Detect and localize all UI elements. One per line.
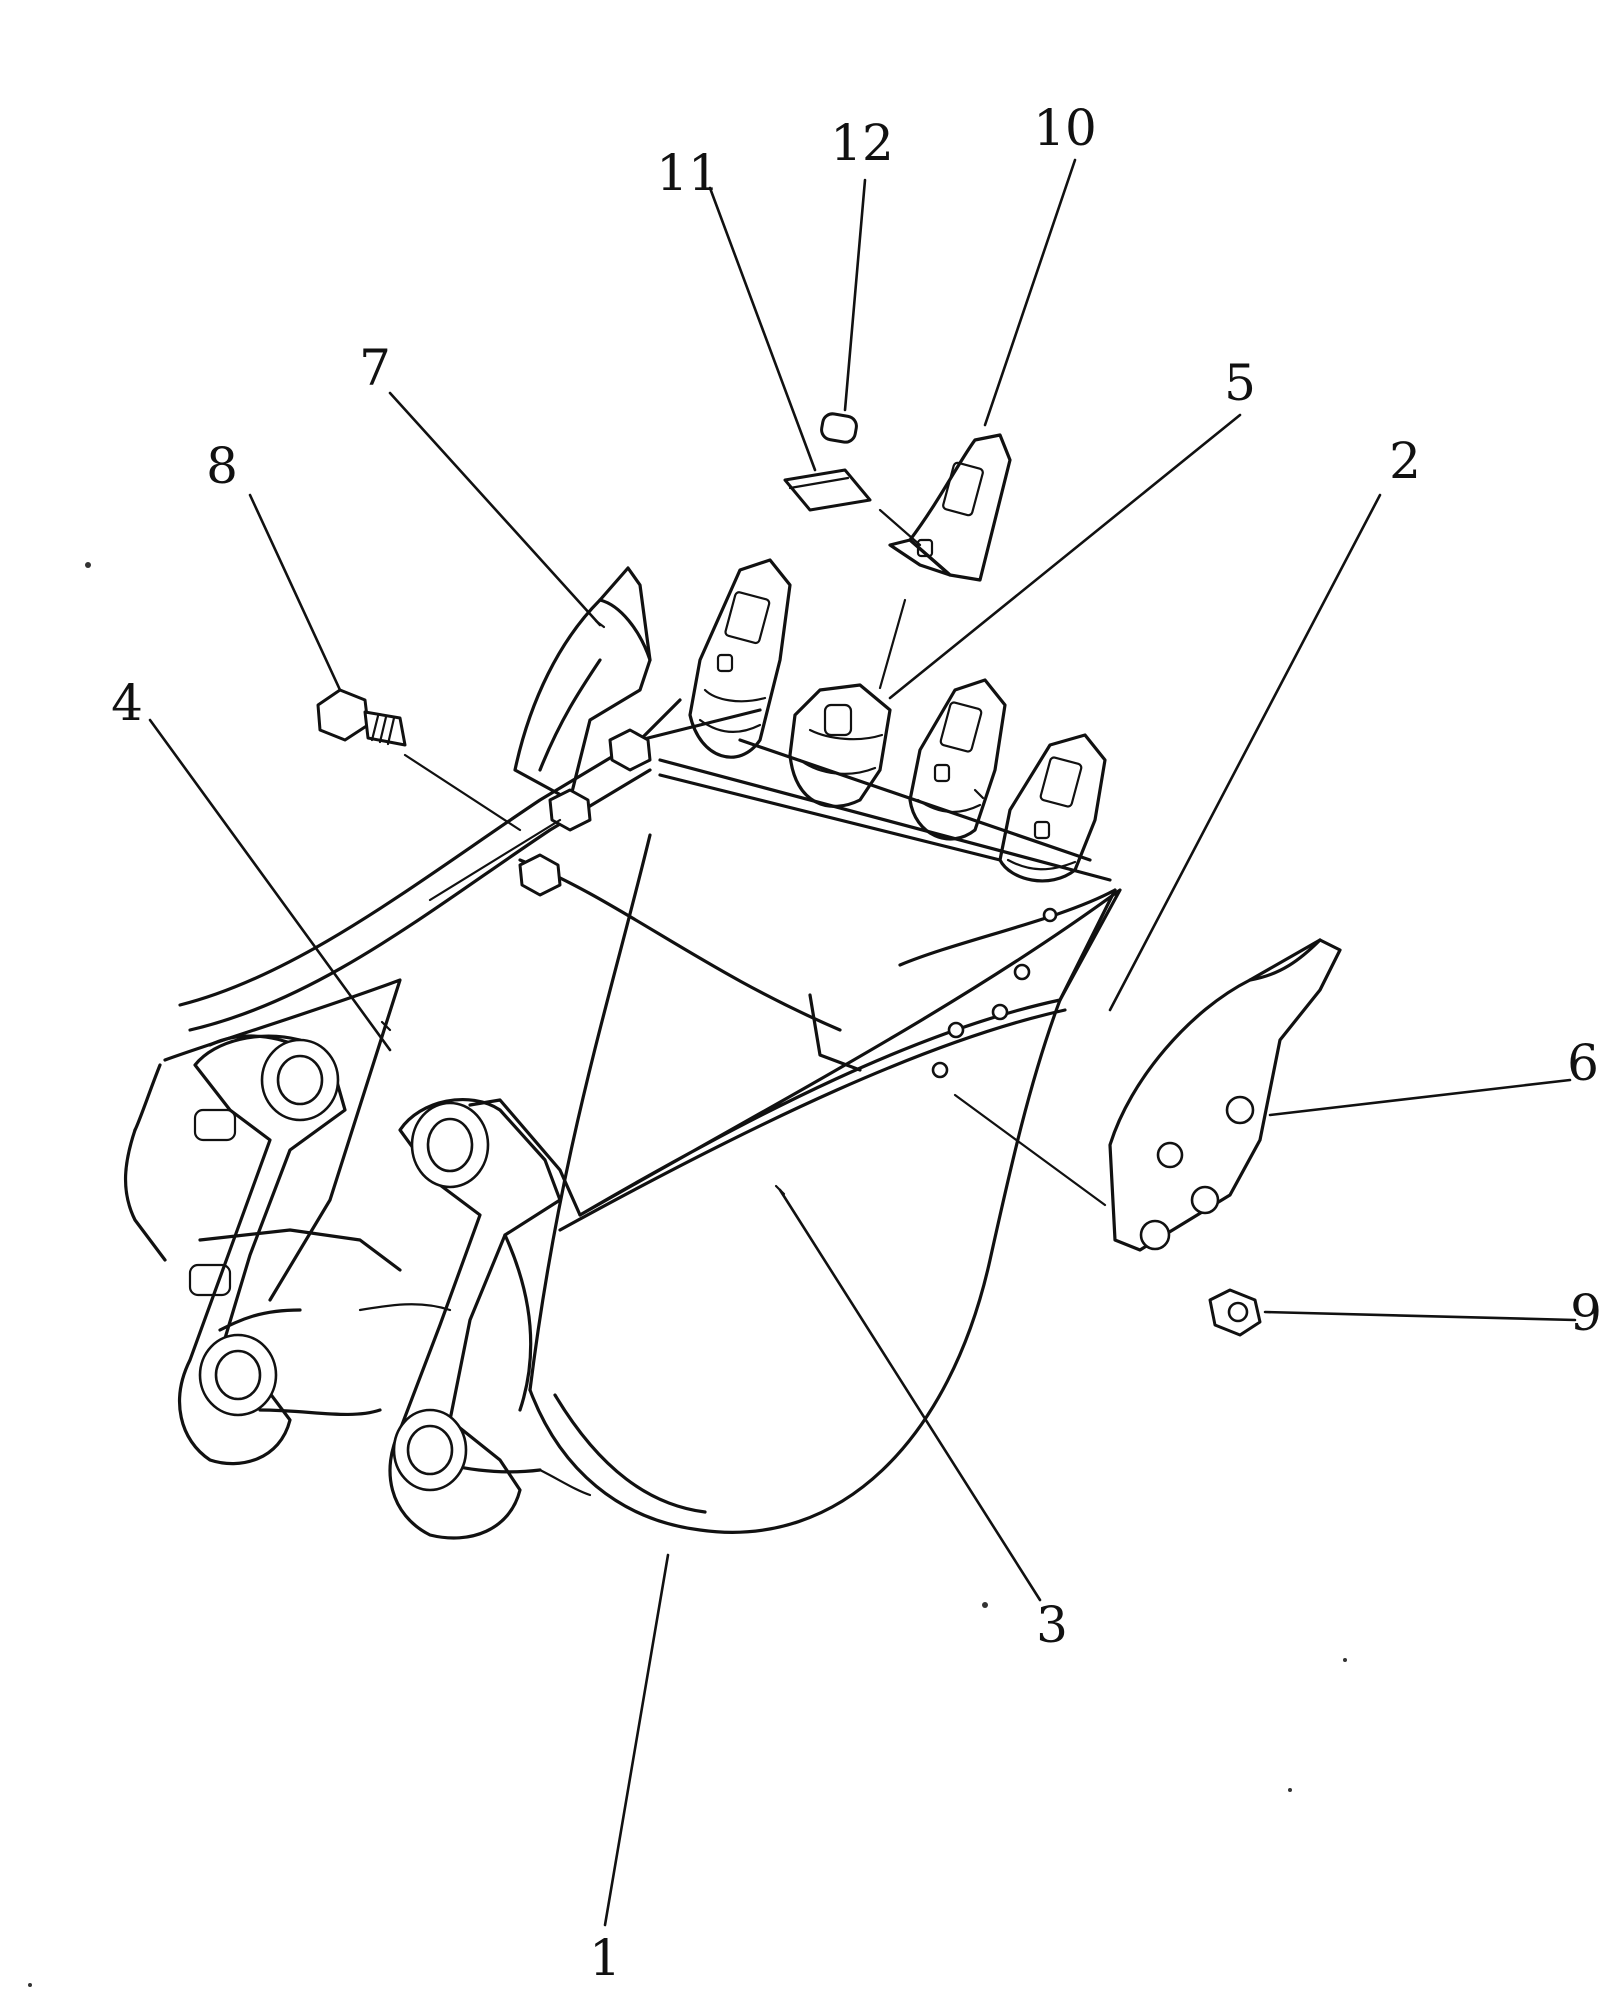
callout-9: 9 — [1570, 1284, 1602, 1342]
tooth-1 — [688, 558, 792, 759]
tooth-4 — [998, 733, 1107, 883]
side-plate-left — [124, 978, 402, 1302]
callout-10: 10 — [1033, 99, 1097, 157]
scan-specks — [28, 562, 1347, 1987]
side-cutter-right — [1108, 938, 1342, 1252]
loose-tooth — [888, 433, 1012, 582]
side-plate-holes — [931, 907, 1058, 1079]
callout-6: 6 — [1567, 1034, 1599, 1092]
nut-loose — [1208, 1288, 1262, 1337]
bolt — [316, 688, 407, 747]
callout-4: 4 — [111, 674, 143, 732]
tooth-3 — [908, 678, 1007, 841]
callout-3: 3 — [1036, 1596, 1068, 1654]
callout-7: 7 — [359, 339, 391, 397]
tick-marks — [380, 619, 985, 1196]
leader-lines — [148, 158, 1577, 1927]
callout-1: 1 — [589, 1929, 621, 1987]
tooth-2 — [788, 683, 892, 808]
hinge-bracket-left — [178, 1034, 402, 1466]
lock-pin — [820, 412, 858, 444]
callout-labels: 1 2 3 4 5 6 7 8 9 10 11 12 — [111, 99, 1602, 1987]
hinge-bracket-right — [388, 1098, 582, 1540]
nuts-on-bucket — [518, 728, 652, 897]
callout-8: 8 — [206, 437, 238, 495]
bucket-body — [178, 698, 1122, 1534]
callout-2: 2 — [1389, 432, 1421, 490]
tooth-pin — [783, 468, 872, 512]
side-cutter-left — [513, 566, 652, 802]
callout-11: 11 — [656, 144, 720, 202]
callout-12: 12 — [830, 114, 894, 172]
callout-5: 5 — [1224, 354, 1256, 412]
boss-details — [188, 1108, 592, 1497]
